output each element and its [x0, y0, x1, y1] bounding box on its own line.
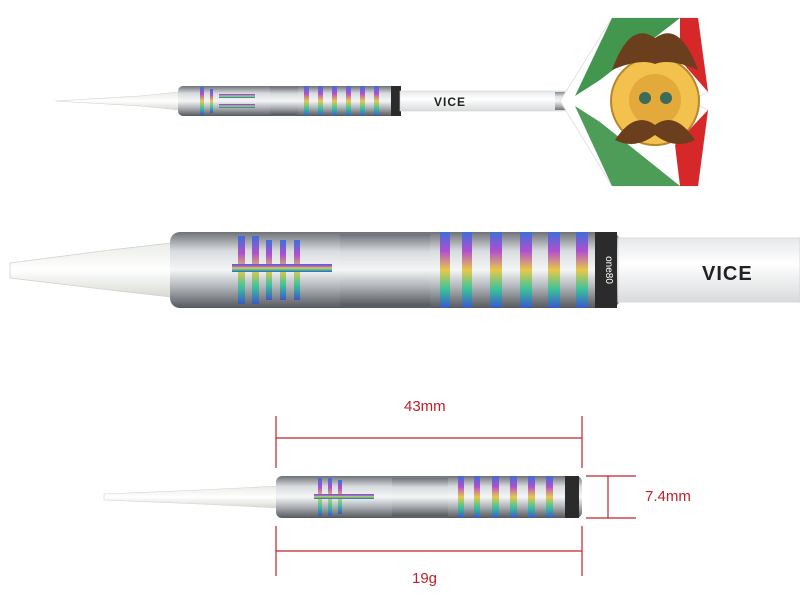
shaft-brand-small: VICE [434, 95, 466, 109]
diameter-label: 7.4mm [645, 488, 691, 505]
soft-tip-small [103, 485, 281, 509]
dart-closeup: one80 VICE [9, 232, 800, 308]
soft-tip-large [9, 241, 181, 299]
dimension-lines [275, 416, 636, 576]
length-label: 43mm [404, 398, 446, 415]
barrel-logo: one80 [603, 256, 614, 284]
dart-full: VICE [54, 17, 709, 187]
mustache-face-icon [629, 74, 681, 126]
rainbow-grip [200, 86, 379, 116]
rainbow-grip-large [232, 232, 588, 308]
shaft-brand-large: VICE [702, 263, 753, 285]
soft-tip [54, 91, 181, 111]
shaft [399, 90, 576, 112]
dart-dimensioned [103, 476, 582, 518]
weight-label: 19g [412, 570, 438, 587]
dart-flight [559, 17, 709, 187]
rainbow-grip-small [314, 476, 553, 518]
shaft-large [617, 237, 800, 303]
